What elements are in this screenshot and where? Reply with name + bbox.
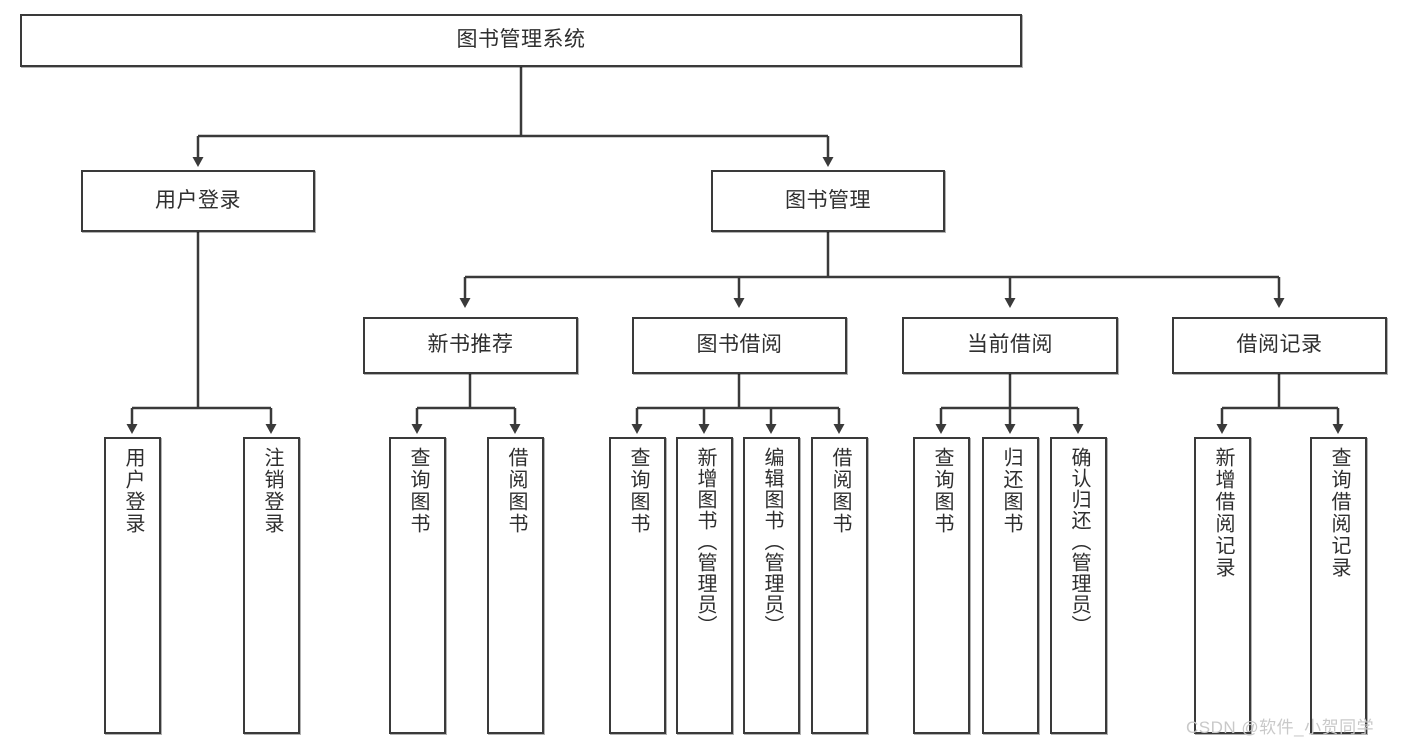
node-leaf-user-login[interactable]: 用户登录 [104, 437, 161, 734]
node-book-management-label: 图书管理 [785, 188, 871, 212]
node-leaf-query-record[interactable]: 查询借阅记录 [1310, 437, 1367, 734]
node-current-borrow-label: 当前借阅 [967, 333, 1053, 357]
node-leaf-add-book-label: 新增图书（管理员） [694, 447, 716, 636]
node-leaf-logout-label: 注销登录 [261, 447, 283, 535]
node-leaf-query-book-2[interactable]: 查询图书 [609, 437, 666, 734]
node-leaf-query-book-1-label: 查询图书 [407, 447, 429, 535]
node-user-login[interactable]: 用户登录 [81, 170, 315, 232]
node-leaf-query-record-label: 查询借阅记录 [1328, 447, 1350, 579]
node-leaf-add-book[interactable]: 新增图书（管理员） [676, 437, 733, 734]
node-leaf-borrow-book-2-label: 借阅图书 [829, 447, 851, 535]
node-leaf-confirm-return-label: 确认归还（管理员） [1068, 447, 1090, 636]
node-leaf-query-book-2-label: 查询图书 [627, 447, 649, 535]
node-leaf-confirm-return[interactable]: 确认归还（管理员） [1050, 437, 1107, 734]
node-leaf-query-book-1[interactable]: 查询图书 [389, 437, 446, 734]
node-book-management[interactable]: 图书管理 [711, 170, 945, 232]
node-new-book-recommend[interactable]: 新书推荐 [363, 317, 578, 374]
node-leaf-edit-book[interactable]: 编辑图书（管理员） [743, 437, 800, 734]
node-leaf-query-book-3[interactable]: 查询图书 [913, 437, 970, 734]
node-leaf-borrow-book-1-label: 借阅图书 [505, 447, 527, 535]
node-leaf-add-record[interactable]: 新增借阅记录 [1194, 437, 1251, 734]
node-leaf-query-book-3-label: 查询图书 [931, 447, 953, 535]
node-borrow-record-label: 借阅记录 [1236, 333, 1323, 357]
node-root-label: 图书管理系统 [456, 28, 586, 52]
node-leaf-return-book[interactable]: 归还图书 [982, 437, 1039, 734]
node-borrow-record[interactable]: 借阅记录 [1172, 317, 1387, 374]
node-root[interactable]: 图书管理系统 [20, 14, 1022, 67]
node-book-borrow-label: 图书借阅 [696, 333, 783, 357]
node-leaf-user-login-label: 用户登录 [122, 447, 144, 535]
node-leaf-borrow-book-2[interactable]: 借阅图书 [811, 437, 868, 734]
node-current-borrow[interactable]: 当前借阅 [902, 317, 1118, 374]
node-leaf-logout[interactable]: 注销登录 [243, 437, 300, 734]
node-leaf-return-book-label: 归还图书 [1000, 447, 1022, 535]
csdn-watermark: CSDN @软件_小贺同学 [1186, 718, 1375, 737]
node-leaf-add-record-label: 新增借阅记录 [1212, 447, 1234, 579]
node-book-borrow[interactable]: 图书借阅 [632, 317, 847, 374]
node-leaf-borrow-book-1[interactable]: 借阅图书 [487, 437, 544, 734]
node-user-login-label: 用户登录 [155, 188, 241, 212]
node-new-book-recommend-label: 新书推荐 [427, 333, 514, 357]
node-leaf-edit-book-label: 编辑图书（管理员） [761, 447, 783, 636]
